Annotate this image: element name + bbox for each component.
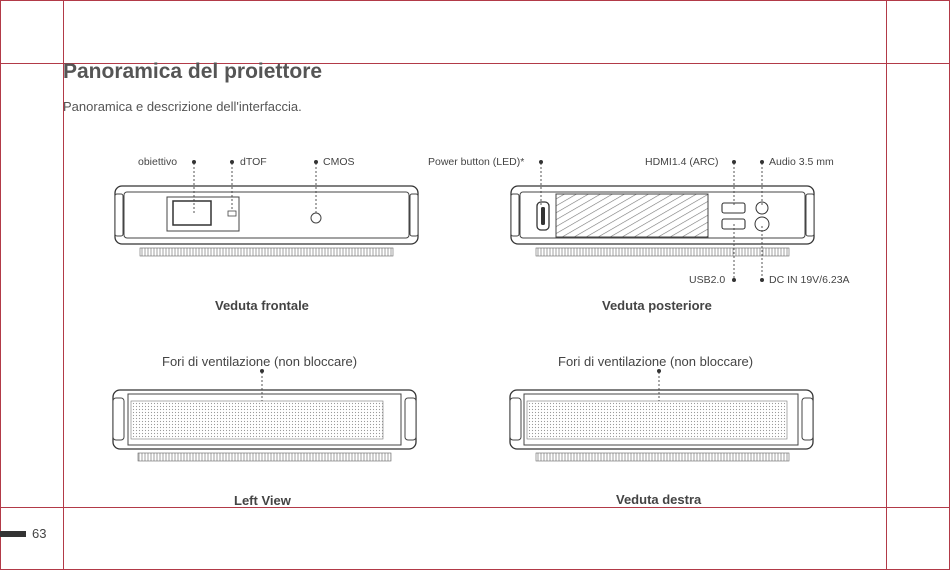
power-button-label: Power button (LED)* <box>428 156 524 168</box>
page-number: 63 <box>32 526 46 541</box>
left-vent-label: Fori di ventilazione (non bloccare) <box>162 354 357 369</box>
audio-label: Audio 3.5 mm <box>769 156 834 168</box>
rear-view-label: Veduta posteriore <box>602 298 712 313</box>
front-view-drawing <box>115 160 418 256</box>
left-view-label: Left View <box>234 493 291 508</box>
front-view-label: Veduta frontale <box>215 298 309 313</box>
right-view-label: Veduta destra <box>616 492 701 507</box>
right-vent-label: Fori di ventilazione (non bloccare) <box>558 354 753 369</box>
lens-label: obiettivo <box>138 156 177 168</box>
usb-label: USB2.0 <box>689 274 725 286</box>
rear-view-drawing <box>511 160 814 282</box>
dc-in-label: DC IN 19V/6.23A <box>769 274 850 286</box>
right-view-drawing <box>510 369 813 461</box>
dtof-label: dTOF <box>240 156 267 168</box>
hdmi-label: HDMI1.4 (ARC) <box>645 156 719 168</box>
left-view-drawing <box>113 369 416 461</box>
page-number-bar <box>0 531 26 537</box>
cmos-label: CMOS <box>323 156 355 168</box>
